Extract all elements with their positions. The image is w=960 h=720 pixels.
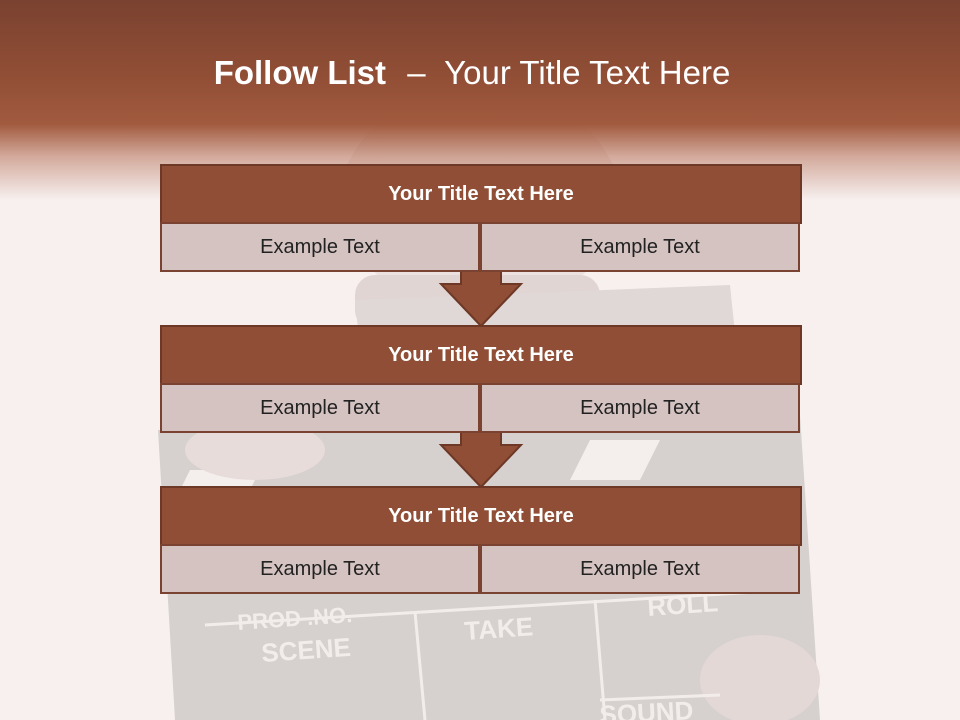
down-arrow-icon (438, 430, 524, 489)
clapper-label-take: TAKE (463, 611, 534, 646)
step-block-left-cell: Example Text (160, 222, 480, 272)
clapper-label-sound: SOUND (599, 695, 694, 720)
step-block-title: Your Title Text Here (160, 164, 802, 224)
step-block-left-cell: Example Text (160, 544, 480, 594)
slide-title-bold: Follow List (213, 54, 387, 91)
slide-title-separator: – (407, 54, 426, 91)
step-block-right-cell: Example Text (480, 544, 800, 594)
down-arrow-icon (438, 269, 524, 328)
slide-title: Follow List – Your Title Text Here (0, 54, 944, 92)
step-block-2: Your Title Text Here Example Text Exampl… (160, 325, 802, 433)
step-block-left-cell: Example Text (160, 383, 480, 433)
slide-title-rest: Your Title Text Here (444, 54, 731, 91)
step-block-3: Your Title Text Here Example Text Exampl… (160, 486, 802, 594)
step-block-1: Your Title Text Here Example Text Exampl… (160, 164, 802, 272)
clapper-label-scene: SCENE (260, 632, 351, 668)
step-block-title: Your Title Text Here (160, 325, 802, 385)
step-block-title: Your Title Text Here (160, 486, 802, 546)
step-block-right-cell: Example Text (480, 383, 800, 433)
step-block-right-cell: Example Text (480, 222, 800, 272)
